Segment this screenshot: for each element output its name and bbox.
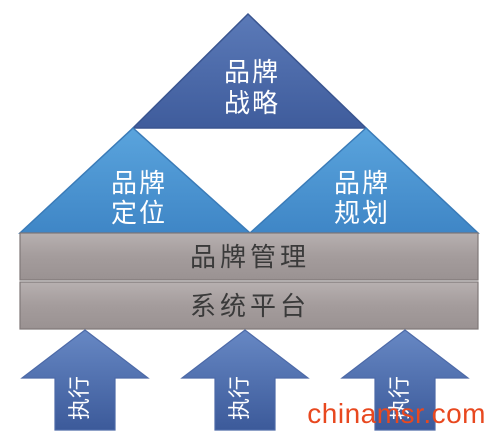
top-triangle-label-2: 战略: [224, 89, 280, 119]
execution-arrow-2-label: 执行: [228, 376, 253, 420]
execution-arrow-2: 执行: [180, 329, 310, 431]
watermark: chinamsr.com: [307, 398, 486, 429]
left-triangle-label-2: 定位: [111, 199, 167, 229]
execution-arrow-3-label: 执行: [388, 376, 413, 420]
execution-arrow-3: 执行: [340, 329, 470, 431]
band-system-platform-label: 系统平台: [190, 292, 310, 322]
band-brand-management: [19, 232, 479, 281]
execution-arrow-1-label: 执行: [68, 376, 93, 420]
right-triangle-label-1: 品牌: [334, 169, 390, 199]
top-triangle: [131, 12, 368, 129]
execution-arrow-1: 执行: [20, 329, 150, 431]
left-triangle-label-1: 品牌: [111, 169, 167, 199]
band-brand-management-label: 品牌管理: [190, 243, 310, 273]
right-triangle-label-2: 规划: [334, 199, 390, 229]
top-triangle-label-1: 品牌: [224, 58, 280, 88]
band-system-platform: [19, 281, 479, 330]
